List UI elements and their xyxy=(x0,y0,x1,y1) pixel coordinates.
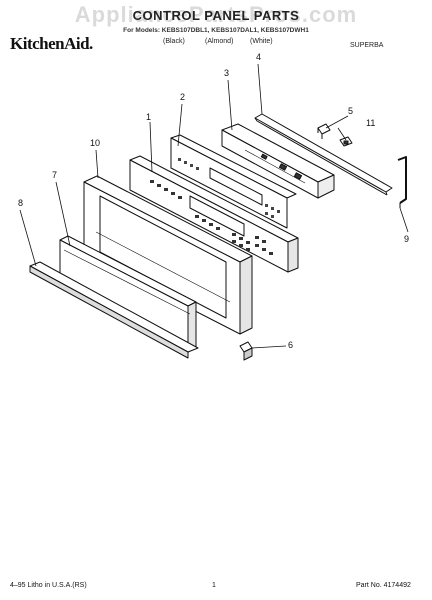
callout-5: 5 xyxy=(348,106,354,116)
callout-leaders xyxy=(19,63,409,349)
brand-logo: KitchenAid. xyxy=(10,34,93,53)
part-9-rod xyxy=(397,156,407,208)
supplier-label: SUPERBA xyxy=(350,42,384,49)
callout-8: 8 xyxy=(18,198,24,208)
part-7-trim xyxy=(59,235,197,353)
part-10-frame xyxy=(83,175,253,335)
callout-9: 9 xyxy=(404,234,410,244)
page-title: CONTROL PANEL PARTS xyxy=(132,8,300,23)
part-8-bottom-strip xyxy=(29,261,199,359)
part-5-clip xyxy=(317,123,331,139)
footer-page-number: 1 xyxy=(212,582,216,589)
callout-3: 3 xyxy=(224,68,230,78)
part-4-trim-strip xyxy=(254,113,393,196)
color-almond-label: (Almond) xyxy=(205,38,234,45)
callout-7: 7 xyxy=(52,170,58,180)
callout-11: 11 xyxy=(366,118,376,128)
callout-2: 2 xyxy=(180,92,186,102)
model-list: For Models: KEBS107DBL1, KEBS107DAL1, KE… xyxy=(123,27,309,34)
callout-4: 4 xyxy=(256,52,262,62)
callout-6: 6 xyxy=(288,340,294,350)
watermark: AppliancePartsPros.com xyxy=(74,2,358,27)
part-2-graphic-overlay xyxy=(170,134,297,229)
part-6-clip xyxy=(239,341,253,361)
color-white-label: (White) xyxy=(250,38,273,45)
footer-part-number: Part No. 4174492 xyxy=(356,582,411,589)
callout-10: 10 xyxy=(90,138,101,148)
part-3-bracket xyxy=(221,123,335,199)
part-11-clip xyxy=(339,136,353,147)
part-1-control-panel xyxy=(129,155,299,273)
color-black-label: (Black) xyxy=(163,38,185,45)
footer-litho: 4–95 Litho in U.S.A.(RS) xyxy=(10,582,87,589)
callout-1: 1 xyxy=(146,112,152,122)
